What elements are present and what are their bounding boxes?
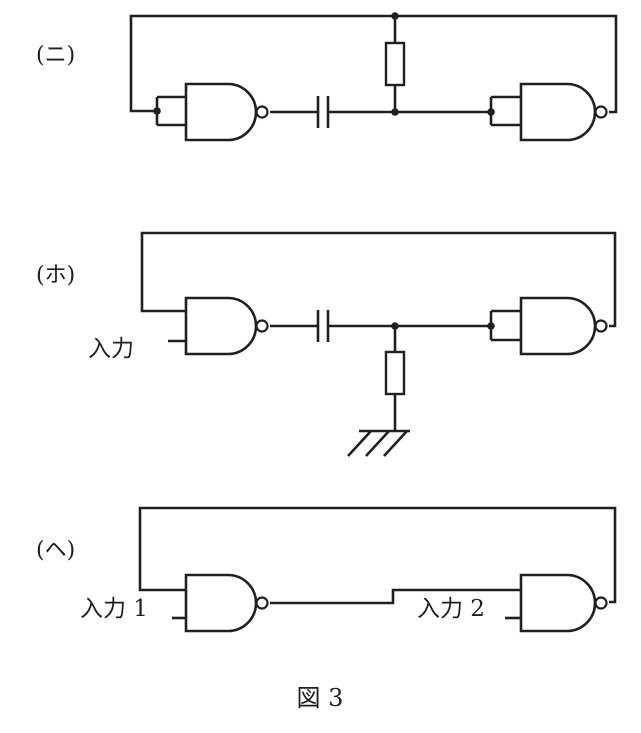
ni-gate2-tied-inputs	[489, 95, 521, 127]
he-feedback-wire	[138, 506, 617, 604]
ni-junction-dot	[391, 12, 399, 20]
ni-junction-dot	[487, 108, 495, 116]
ni-junction-dot	[153, 107, 161, 115]
ni-gate2-bubble	[594, 105, 608, 119]
ho-input-label: 入力	[88, 336, 134, 362]
ni-gate1-bubble	[255, 105, 269, 119]
ho-resistor	[384, 350, 406, 396]
ho-nand-gate-2	[519, 296, 597, 356]
ho-nand-gate-1	[184, 296, 258, 356]
he-cross-wire	[270, 588, 521, 605]
ho-capacitor	[316, 310, 330, 342]
circuit-ho: (ホ) 入力	[36, 231, 617, 457]
ground-symbol	[347, 429, 410, 457]
he-input2-label: 入力 2	[417, 596, 485, 622]
ni-capacitor	[316, 96, 330, 128]
ho-gate1-bubble	[255, 319, 269, 333]
circuit-he: (ヘ) 入力 1 入力 2	[36, 506, 617, 633]
he-nand-gate-2	[519, 573, 597, 633]
circuit-ho-label: (ホ)	[36, 263, 75, 288]
circuit-he-label: (ヘ)	[36, 538, 75, 563]
ni-gate1-tied-inputs	[155, 95, 186, 127]
ho-junction-dot	[487, 322, 495, 330]
circuit-ni-label: (ニ)	[36, 43, 75, 68]
ni-feedback-wire	[129, 14, 618, 114]
ho-gate2-bubble	[594, 319, 608, 333]
ni-resistor	[384, 41, 406, 87]
ho-feedback-wire	[140, 231, 617, 328]
he-nand-gate-1	[184, 573, 258, 633]
ho-gate2-tied-inputs	[489, 309, 521, 342]
ni-nand-gate-2	[519, 82, 597, 142]
he-gate1-bubble	[255, 596, 269, 610]
figure-caption: 図 3	[297, 684, 344, 712]
ni-junction-dot	[391, 108, 399, 116]
ho-junction-dot	[391, 322, 399, 330]
circuit-ni: (ニ)	[36, 12, 618, 142]
he-gate2-bubble	[594, 596, 608, 610]
he-input1-label: 入力 1	[80, 596, 148, 622]
ni-nand-gate-1	[184, 82, 258, 142]
